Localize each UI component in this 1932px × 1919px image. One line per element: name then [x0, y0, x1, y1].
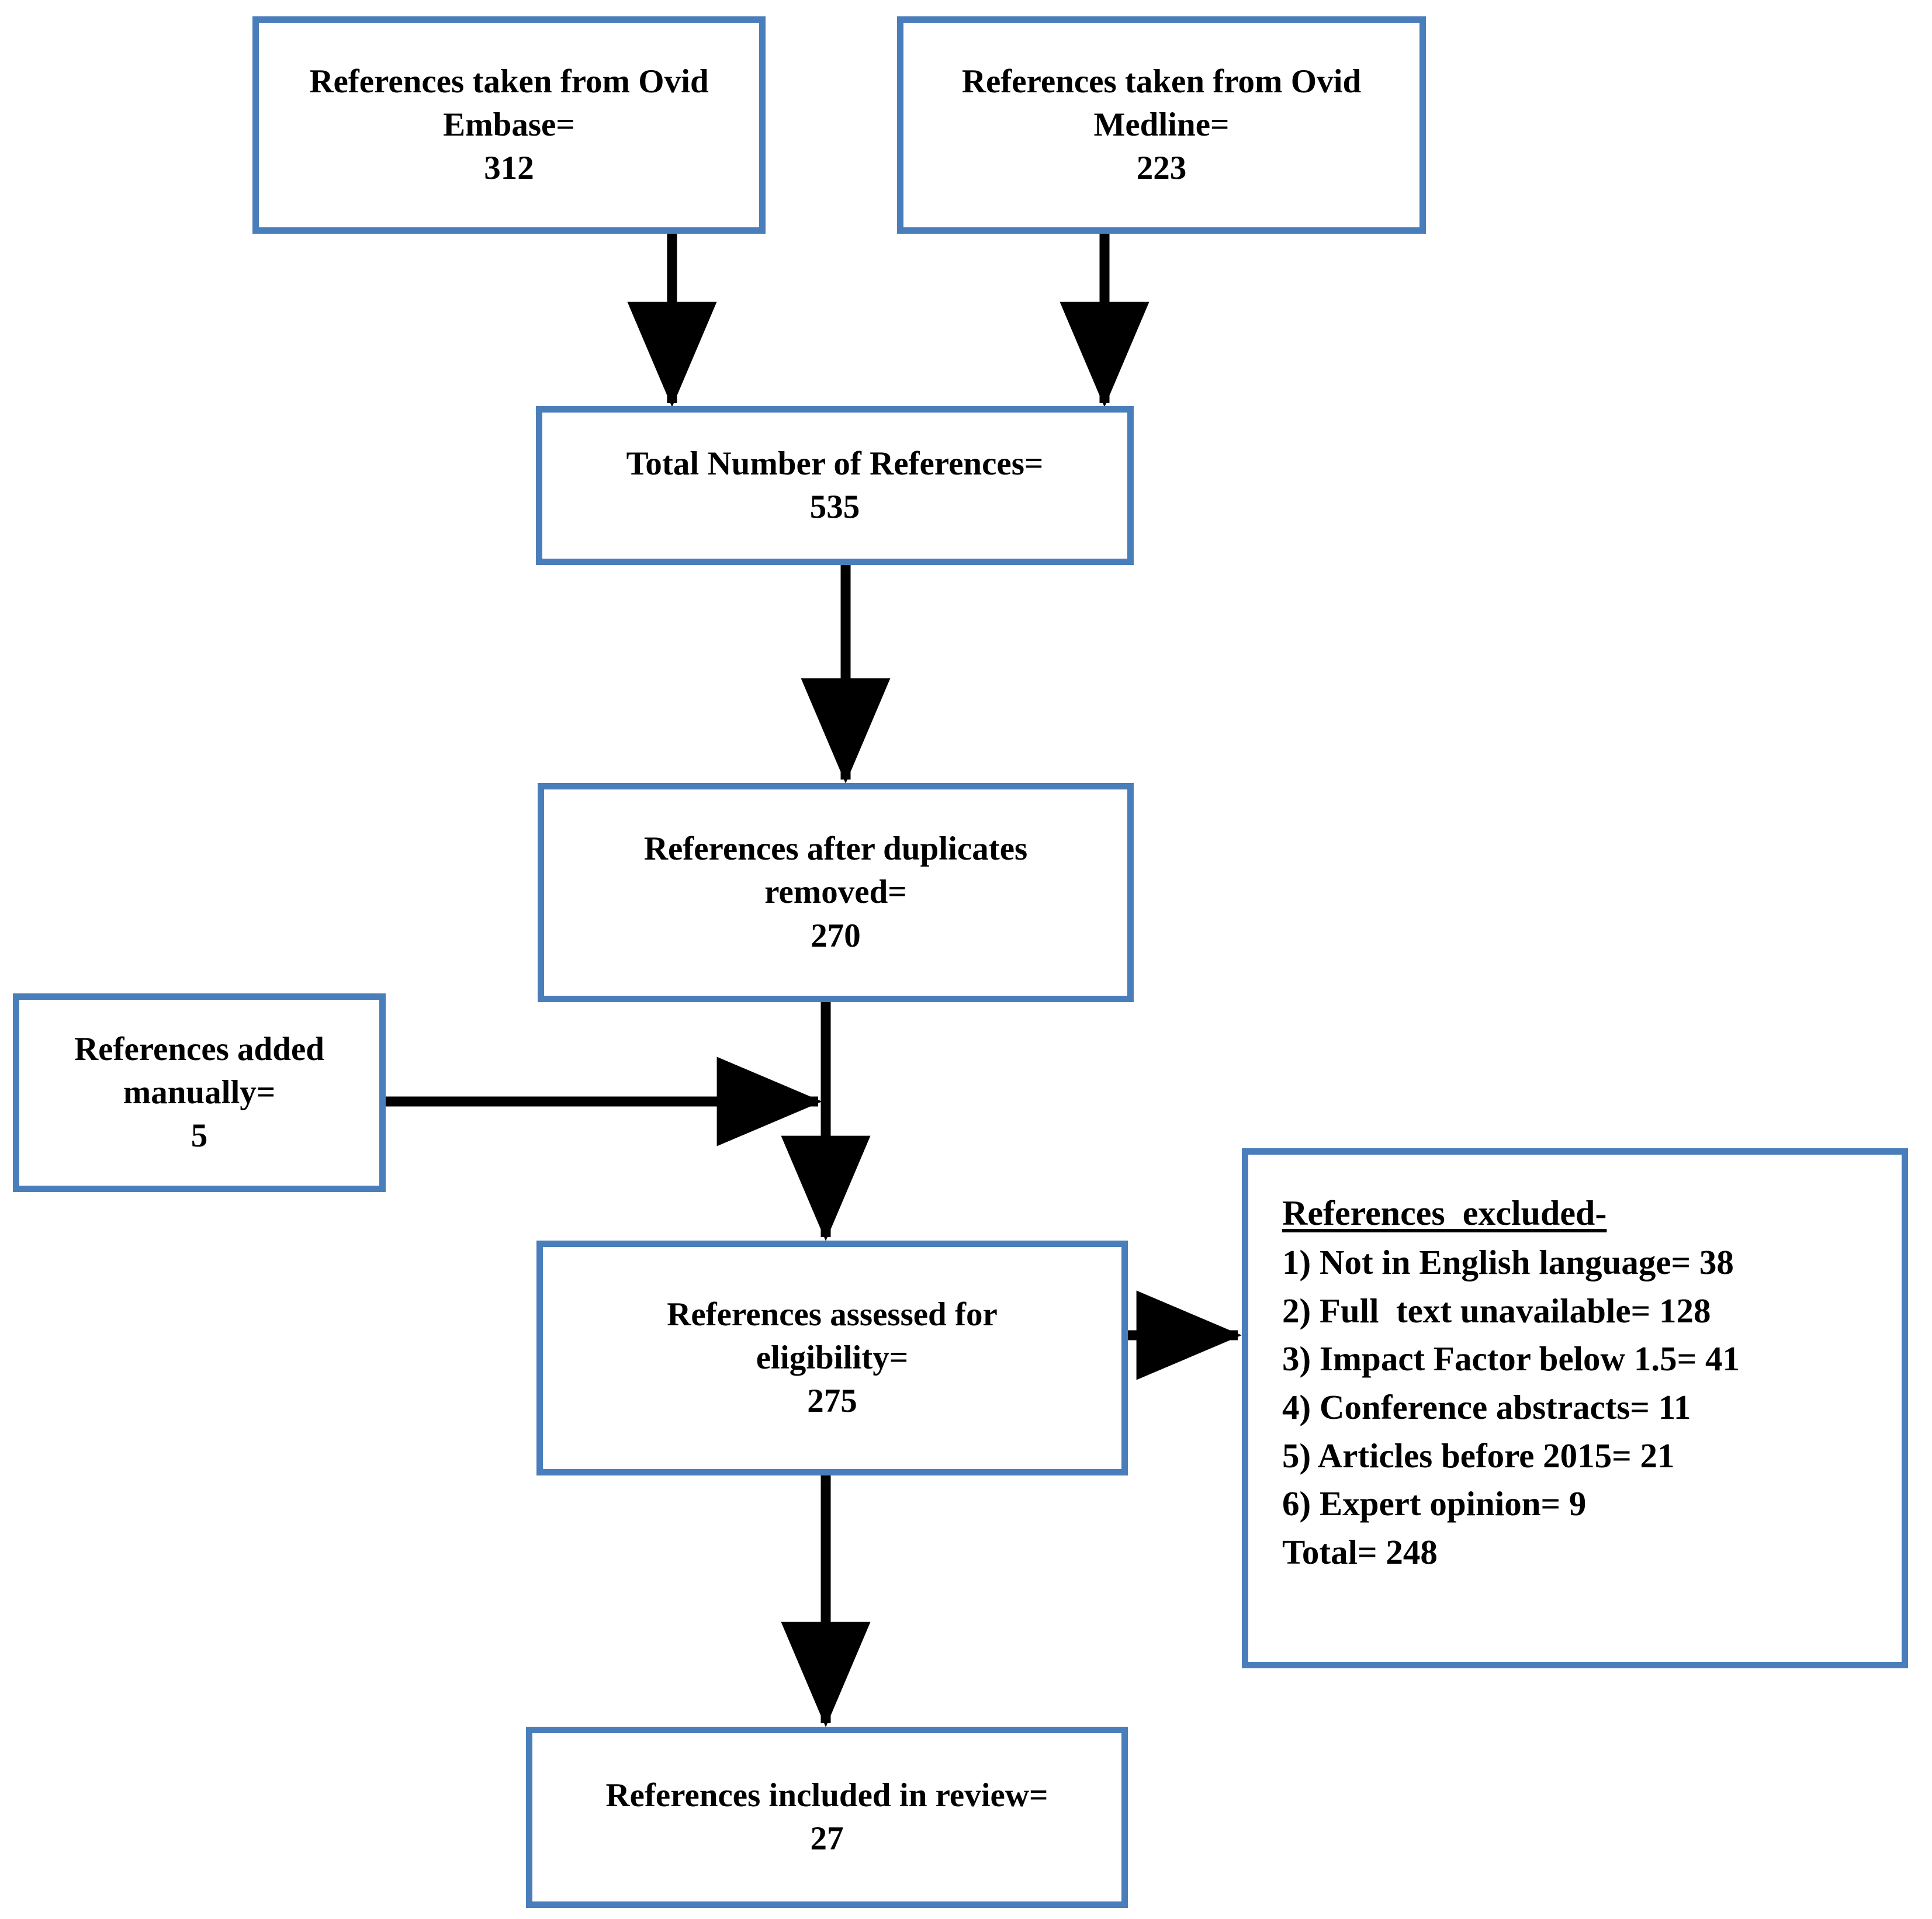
node-value: 27: [810, 1820, 844, 1857]
node-value: 312: [484, 150, 534, 187]
excluded-item: 2) Full text unavailable= 128: [1282, 1291, 1711, 1330]
node-line: References taken from Ovid: [961, 63, 1362, 100]
node-line: References taken from Ovid: [309, 63, 709, 100]
node-value: 275: [807, 1383, 857, 1420]
excluded-item: 3) Impact Factor below 1.5= 41: [1282, 1339, 1740, 1378]
node-references-included[interactable]: References included in review= 27: [526, 1727, 1128, 1908]
node-references-assessed-eligibility[interactable]: References assessed for eligibility= 275: [536, 1241, 1128, 1475]
node-line: Total Number of References=: [626, 445, 1044, 482]
node-references-medline[interactable]: References taken from Ovid Medline= 223: [897, 16, 1426, 234]
node-references-added-manually[interactable]: References added manually= 5: [13, 993, 386, 1192]
node-value: 270: [811, 917, 861, 954]
node-references-embase[interactable]: References taken from Ovid Embase= 312: [252, 16, 766, 234]
node-value: 223: [1136, 150, 1187, 187]
node-total-references[interactable]: Total Number of References= 535: [536, 406, 1134, 565]
node-value: 535: [809, 489, 860, 525]
excluded-item: 4) Conference abstracts= 11: [1282, 1387, 1691, 1426]
node-line: References added: [74, 1030, 324, 1068]
excluded-item: 5) Articles before 2015= 21: [1282, 1436, 1675, 1475]
node-line: eligibility=: [756, 1339, 909, 1376]
node-line: References assessed for: [667, 1296, 998, 1333]
node-line: Embase=: [443, 106, 575, 143]
node-line: removed=: [764, 874, 907, 911]
node-line: References included in review=: [605, 1776, 1048, 1814]
node-line: manually=: [123, 1073, 276, 1111]
excluded-total: Total= 248: [1282, 1532, 1438, 1571]
node-line: References after duplicates: [643, 830, 1028, 868]
node-value: 5: [191, 1117, 208, 1155]
node-references-after-duplicates[interactable]: References after duplicates removed= 270: [538, 783, 1134, 1002]
excluded-item: 6) Expert opinion= 9: [1282, 1484, 1587, 1523]
node-line: Medline=: [1093, 106, 1230, 143]
excluded-item: 1) Not in English language= 38: [1282, 1243, 1734, 1282]
node-references-excluded[interactable]: References excluded- 1) Not in English l…: [1242, 1148, 1908, 1668]
excluded-heading: References excluded-: [1282, 1194, 1607, 1232]
